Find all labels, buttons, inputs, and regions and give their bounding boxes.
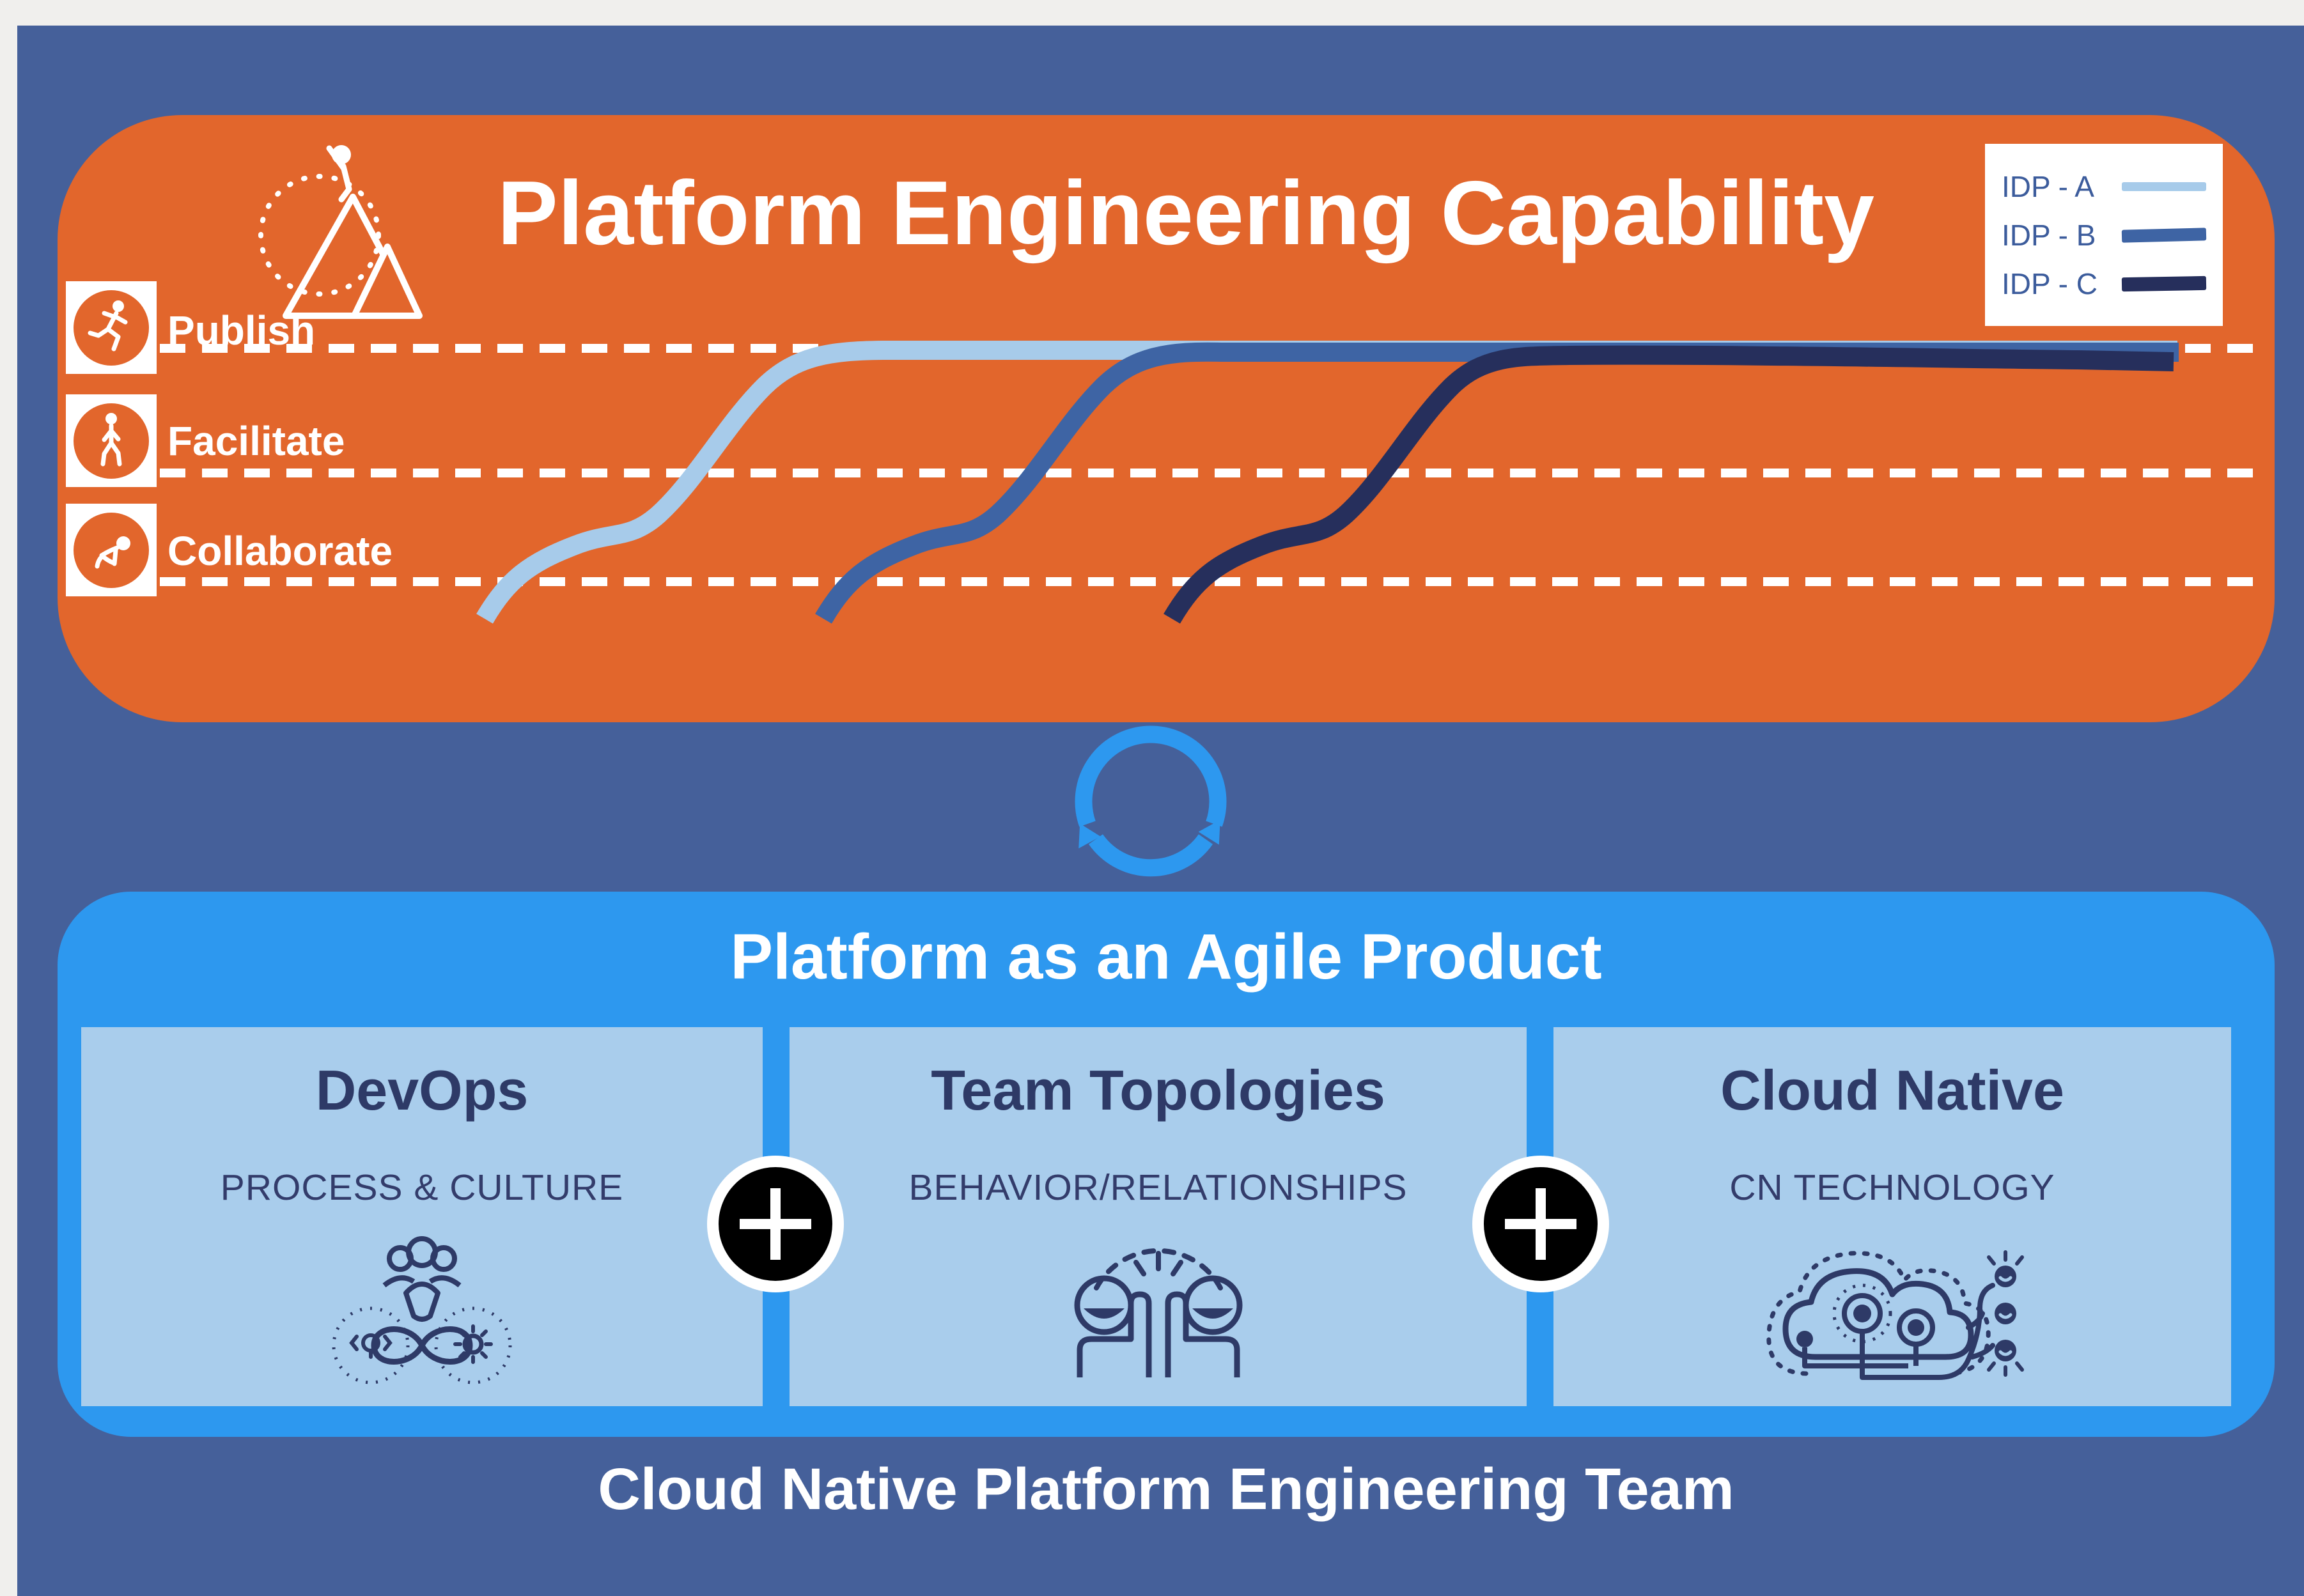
card-cloud-native: Cloud Native CN TECHNOLOGY xyxy=(1553,1027,2231,1406)
stage-label-collaborate: Collaborate xyxy=(167,528,393,574)
card-cloud-native-subtitle: CN TECHNOLOGY xyxy=(1729,1167,2055,1208)
facilitate-dashed-line xyxy=(160,469,2263,477)
legend-row-idp-c: IDP - C xyxy=(2002,267,2207,301)
card-devops-subtitle: PROCESS & CULTURE xyxy=(220,1167,624,1208)
plus-icon xyxy=(707,1156,844,1292)
collaborate-icon-box xyxy=(66,504,157,596)
running-person-icon xyxy=(74,290,149,366)
circular-arrows-icon xyxy=(1075,725,1227,877)
stage-label-publish: Publish xyxy=(167,307,316,353)
crawling-baby-icon xyxy=(74,512,149,588)
legend-swatch-idp-c xyxy=(2121,275,2207,291)
stage-label-facilitate: Facilitate xyxy=(167,418,345,464)
idp-legend: IDP - A IDP - B IDP - C xyxy=(1985,144,2223,326)
plus-icon xyxy=(1472,1156,1609,1292)
legend-swatch-idp-b xyxy=(2121,227,2207,243)
card-team-topologies-title: Team Topologies xyxy=(931,1058,1385,1122)
legend-label-idp-a: IDP - A xyxy=(2002,169,2094,203)
card-team-topologies-subtitle: BEHAVIOR/RELATIONSHIPS xyxy=(908,1167,1408,1208)
collaborate-dashed-line xyxy=(160,577,2263,586)
mountain-climber-icon xyxy=(258,145,423,319)
devops-people-infinity-icon xyxy=(332,1236,512,1384)
walking-person-icon xyxy=(74,403,149,479)
legend-row-idp-b: IDP - B xyxy=(2002,218,2207,252)
publish-dashed-line xyxy=(160,344,2263,353)
publish-icon-box xyxy=(66,281,157,374)
card-team-topologies: Team Topologies BEHAVIOR/RELATIONSHIPS xyxy=(790,1027,1527,1406)
legend-row-idp-a: IDP - A xyxy=(2002,169,2206,204)
card-devops-title: DevOps xyxy=(315,1058,529,1122)
legend-label-idp-c: IDP - C xyxy=(2002,267,2098,300)
card-cloud-native-title: Cloud Native xyxy=(1720,1058,2064,1122)
legend-label-idp-b: IDP - B xyxy=(2002,218,2096,252)
capability-panel-title: Platform Engineering Capability xyxy=(497,162,1874,264)
card-devops: DevOps PROCESS & CULTURE xyxy=(81,1027,763,1406)
connected-cloud-icon xyxy=(1766,1250,2024,1380)
team-high-five-icon xyxy=(1074,1248,1242,1377)
facilitate-icon-box xyxy=(66,394,157,487)
agile-product-title: Platform as an Agile Product xyxy=(730,921,1602,993)
footer-title: Cloud Native Platform Engineering Team xyxy=(598,1457,1734,1522)
legend-swatch-idp-a xyxy=(2122,182,2206,191)
